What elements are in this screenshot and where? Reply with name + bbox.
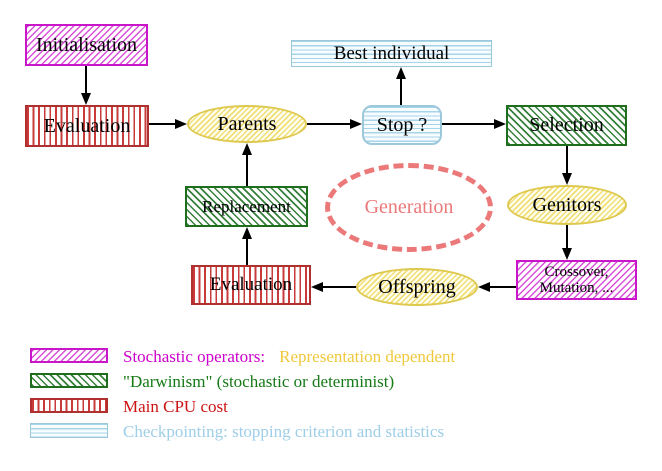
node-offspring: Offspring	[356, 268, 478, 306]
node-evaluation-bottom: Evaluation	[191, 265, 311, 305]
node-stop: Stop ?	[362, 105, 442, 145]
generation-loop-ellipse: Generation	[325, 163, 493, 252]
arrowhead-left-icon	[311, 282, 323, 292]
arrowhead-up-icon	[396, 67, 406, 79]
crossover-label-line1: Crossover,	[544, 264, 609, 280]
arrowhead-right-icon	[350, 119, 362, 129]
node-selection: Selection	[506, 105, 627, 146]
legend-label-stochastic-operators-main: Stochastic operators:	[123, 347, 266, 366]
arrowhead-down-icon	[562, 248, 572, 260]
node-parents: Parents	[187, 105, 307, 143]
node-best-individual: Best individual	[291, 40, 492, 67]
arrowhead-right-icon	[494, 119, 506, 129]
legend-swatch-main-cpu-cost	[30, 398, 108, 413]
node-evaluation-top: Evaluation	[25, 105, 149, 147]
arrowhead-right-icon	[175, 119, 187, 129]
legend-label-checkpointing: Checkpointing: stopping criterion and st…	[123, 422, 445, 441]
legend-label-representation-dependent: Representation dependent	[279, 347, 456, 366]
arrowhead-down-icon	[81, 93, 91, 105]
legend-label-main-cpu-cost: Main CPU cost	[123, 397, 228, 416]
legend-swatch-checkpointing	[30, 423, 108, 438]
legend-label-stochastic-operators: Stochastic operators: Representation depe…	[123, 347, 455, 367]
arrowhead-up-icon	[242, 227, 252, 239]
node-crossover-mutation: Crossover, Mutation, ...	[516, 260, 637, 300]
arrowhead-left-icon	[478, 282, 490, 292]
node-replacement: Replacement	[185, 186, 308, 227]
arrowhead-down-icon	[562, 173, 572, 185]
node-genitors: Genitors	[507, 185, 627, 225]
arrowhead-up-icon	[242, 143, 252, 155]
legend-label-darwinism: "Darwinism" (stochastic or determinist)	[123, 372, 395, 391]
legend-swatch-darwinism	[30, 373, 108, 388]
node-initialisation: Initialisation	[25, 24, 148, 66]
legend-swatch-stochastic-operators	[30, 348, 108, 363]
crossover-label-line2: Mutation, ...	[539, 280, 614, 296]
